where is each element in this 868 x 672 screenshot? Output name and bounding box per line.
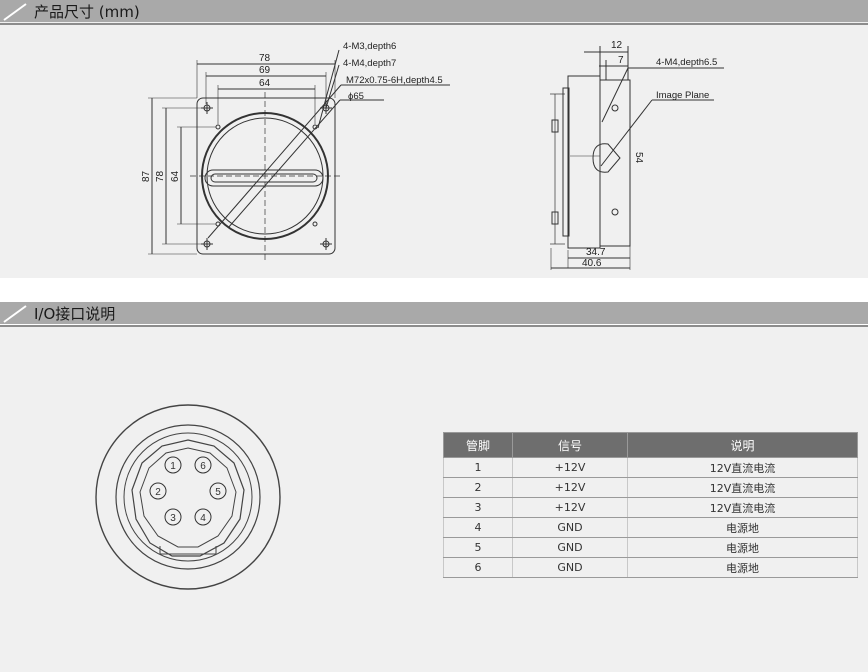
dim-54: 54 [633,152,644,164]
callout-m3: 4-M3,depth6 [343,41,396,52]
slash-icon [3,3,27,21]
cell-pin: 1 [443,457,513,478]
callout-m4: 4-M4,depth7 [343,58,396,69]
cell-signal: GND [512,517,628,538]
divider [0,23,868,25]
pin-label: 6 [200,461,206,472]
callout-image-plane: Image Plane [656,90,709,101]
cell-signal: GND [512,557,628,578]
dim-7: 7 [618,55,624,66]
cell-description: 电源地 [627,517,858,538]
column-header-signal: 信号 [512,432,628,458]
cell-description: 12V直流电流 [627,457,858,478]
dim-78: 78 [259,53,271,64]
cell-signal: GND [512,537,628,558]
dim-87: 87 [141,170,152,182]
dim-34-7: 34.7 [586,247,606,258]
pin-label: 4 [200,513,206,524]
cell-signal: +12V [512,497,628,518]
cell-signal: +12V [512,477,628,498]
cell-description: 12V直流电流 [627,497,858,518]
connector-drawing: 1 2 3 4 5 6 [95,404,281,590]
callout-m4-side: 4-M4,depth6.5 [656,57,717,68]
cell-description: 12V直流电流 [627,477,858,498]
dim-12: 12 [611,40,623,51]
cell-description: 电源地 [627,557,858,578]
cell-signal: +12V [512,457,628,478]
section-title: 产品尺寸 (mm) [34,3,140,21]
cell-pin: 6 [443,557,513,578]
table-header-row: 管脚 信号 说明 [443,432,858,458]
cell-description: 电源地 [627,537,858,558]
dim-64: 64 [259,78,271,89]
column-header-description: 说明 [627,432,858,458]
section-header-io: I/O接口说明 [0,302,868,327]
callout-m72: M72x0.75-6H,depth4.5 [346,75,443,86]
column-header-pin: 管脚 [443,432,513,458]
cell-pin: 5 [443,537,513,558]
callout-diameter: ϕ65 [348,91,364,102]
front-view-drawing: 78 69 64 87 78 64 4-M3,depth6 4-M4,depth… [141,41,450,262]
dim-78-vertical: 78 [155,170,166,182]
section-header-dimensions: 产品尺寸 (mm) [0,0,868,25]
dim-69: 69 [259,65,271,76]
section-title: I/O接口说明 [34,305,116,323]
divider [0,325,868,327]
pin-label: 1 [170,461,176,472]
cell-pin: 4 [443,517,513,538]
pin-label: 5 [215,487,221,498]
cell-pin: 2 [443,477,513,498]
dim-40-6: 40.6 [582,258,602,269]
pin-label: 3 [170,513,176,524]
pin-label: 2 [155,487,161,498]
dim-64-vertical: 64 [170,170,181,182]
slash-icon [3,305,27,323]
side-view-drawing: 12 7 54 34.7 40.6 4-M4,depth6.5 Image Pl… [550,40,724,270]
dimensions-panel [0,22,868,278]
cell-pin: 3 [443,497,513,518]
